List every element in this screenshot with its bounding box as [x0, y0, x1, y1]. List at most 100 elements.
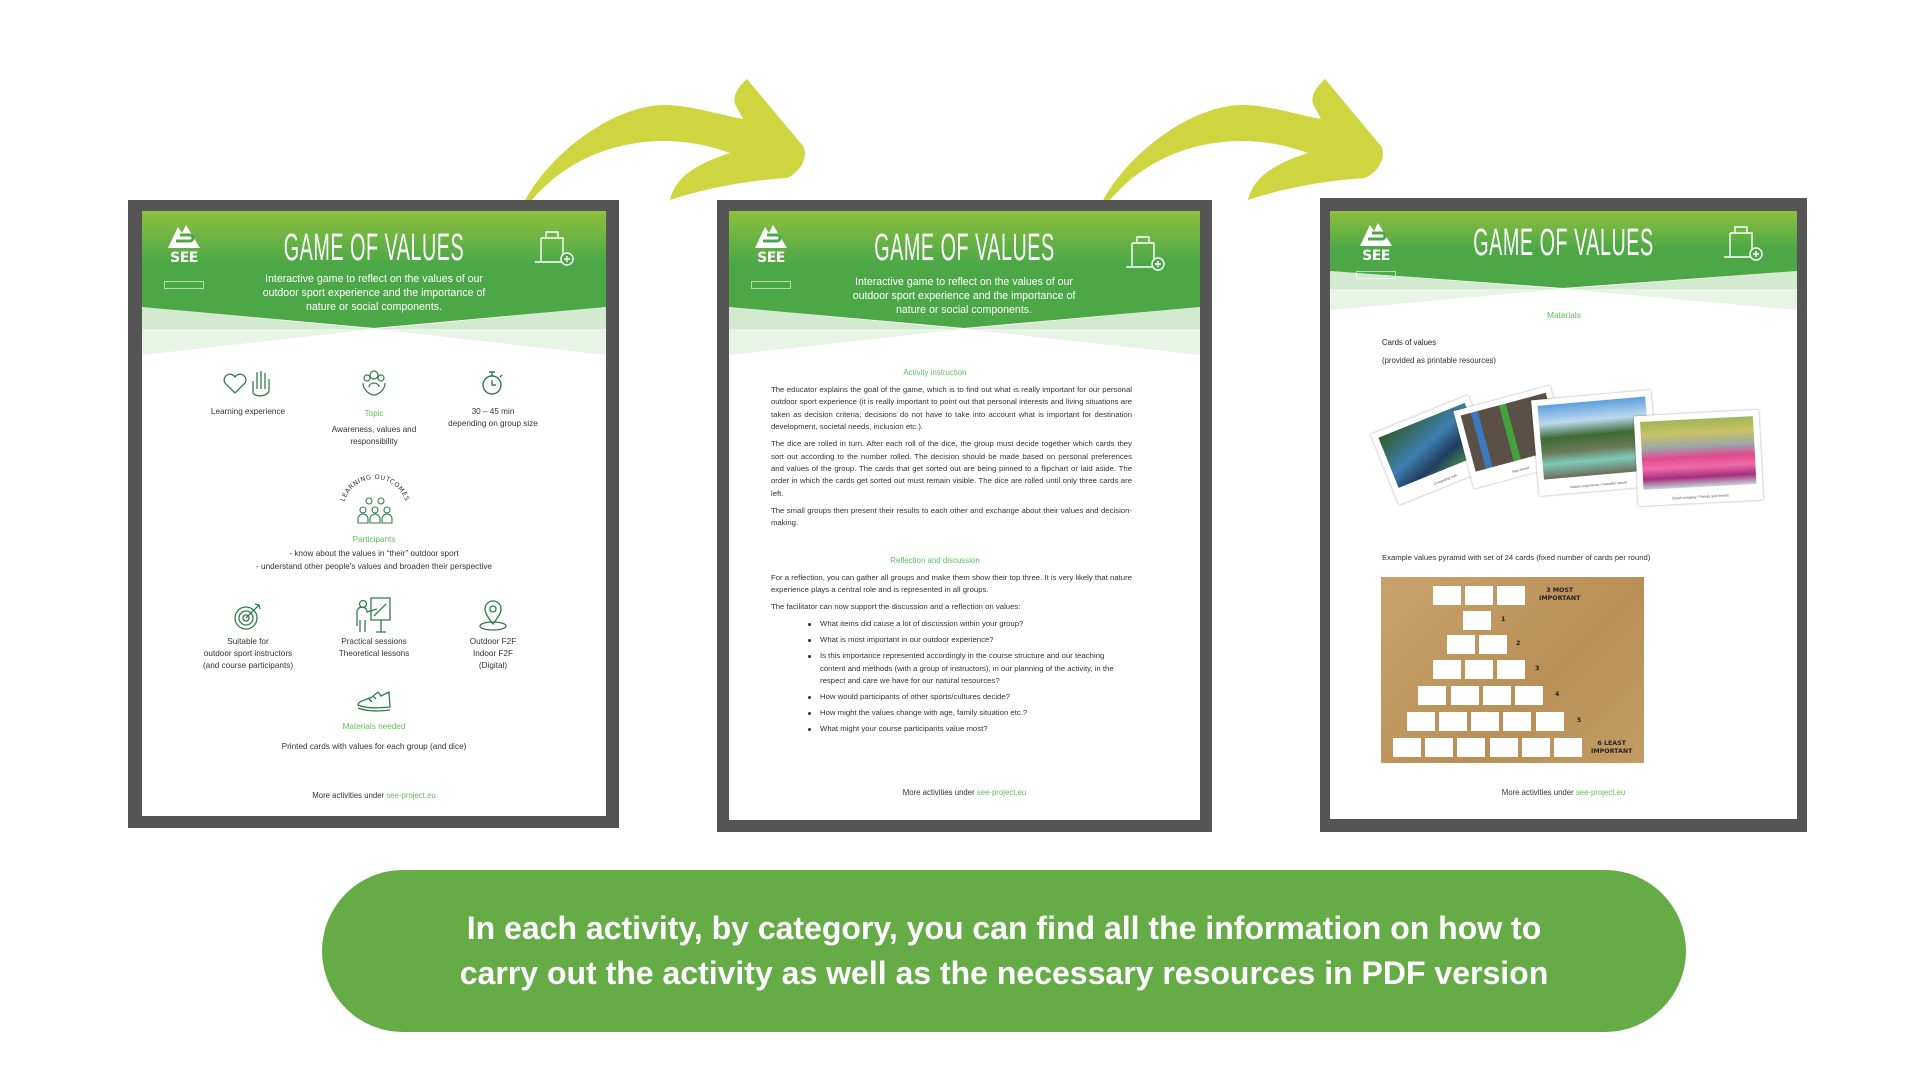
pyramid-card-slot	[1407, 712, 1435, 731]
location-pin-icon	[479, 600, 507, 631]
eu-funding-logo	[751, 281, 791, 289]
value-card-image: Good company / Family and friends	[1633, 409, 1764, 507]
pyramid-label-row: 1	[1501, 616, 1506, 623]
pyramid-card-slot	[1490, 738, 1518, 757]
cards-title: Cards of values	[1382, 338, 1437, 347]
banner-line: In each activity, by category, you can f…	[466, 910, 1542, 946]
learning-outcomes-icon: LEARNING OUTCOMES	[339, 473, 412, 524]
flow-arrows	[518, 79, 1384, 215]
header-banner	[1330, 211, 1797, 310]
list-item: How would participants of other sports/c…	[808, 691, 1118, 703]
pyramid-card-slot	[1471, 712, 1499, 731]
see-logo: SEE	[164, 221, 204, 289]
pdf-page-overview: SEE GAME OF VALUES Interactive game to r…	[128, 200, 619, 828]
pyramid-caption: Example values pyramid with set of 24 ca…	[1382, 553, 1651, 562]
page-title: GAME OF VALUES	[1473, 222, 1654, 264]
participants-label: Participants	[352, 535, 396, 544]
materials-needed-label: Materials needed	[342, 722, 406, 731]
see-logo: SEE	[1356, 219, 1396, 279]
pyramid-card-slot	[1503, 712, 1531, 731]
footer-text: More activities under see-project.eu	[312, 791, 436, 800]
reflection-questions: What items did cause a lot of discussion…	[808, 618, 1118, 735]
list-item: Is this importance represented according…	[808, 650, 1118, 687]
pyramid-card-slot	[1451, 686, 1479, 705]
list-item: How might the values change with age, fa…	[808, 707, 1118, 719]
pyramid-card-slot	[1433, 586, 1461, 605]
pyramid-card-slot	[1515, 686, 1543, 705]
pyramid-card-slot	[1522, 738, 1550, 757]
see-logo: SEE	[751, 221, 791, 289]
page-title: GAME OF VALUES	[283, 227, 465, 269]
pyramid-card-slot	[1479, 635, 1507, 654]
header-banner	[729, 211, 1200, 355]
svg-text:LEARNING OUTCOMES: LEARNING OUTCOMES	[339, 473, 412, 503]
footer-text: More activities under see-project.eu	[1501, 788, 1626, 797]
add-to-bag-icon	[535, 231, 574, 266]
page-title: GAME OF VALUES	[874, 227, 1055, 269]
pyramid-card-slot	[1497, 586, 1525, 605]
pyramid-label-row: 5	[1577, 717, 1582, 724]
page-subtitle: Interactive game to reflect on the value…	[852, 276, 1076, 316]
learning-experience-label: Learning experience	[210, 407, 286, 416]
pyramid-card-slot	[1497, 660, 1525, 679]
eu-funding-logo	[1356, 271, 1396, 279]
materials-needed-text: Printed cards with values for each group…	[281, 742, 467, 751]
pyramid-card-slot	[1536, 712, 1564, 731]
add-to-bag-icon	[1724, 226, 1763, 261]
curved-arrow-icon	[518, 79, 806, 215]
pyramid-card-slot	[1418, 686, 1446, 705]
target-icon	[234, 603, 261, 630]
stopwatch-icon	[482, 371, 503, 395]
cards-note: (provided as printable resources)	[1382, 356, 1496, 365]
page-subtitle: Interactive game to reflect on the value…	[262, 273, 486, 313]
heart-hand-icon	[223, 371, 270, 397]
pdf-page-instructions: SEE GAME OF VALUES Interactive game to r…	[717, 200, 1212, 832]
hands-people-icon	[362, 370, 386, 396]
pyramid-card-slot	[1433, 660, 1461, 679]
activity-instruction-heading: Activity instruction	[903, 368, 967, 377]
see-project-link[interactable]: see-project.eu	[386, 791, 436, 800]
pyramid-card-slot	[1554, 738, 1582, 757]
sneaker-icon	[357, 691, 391, 712]
pyramid-card-slot	[1483, 686, 1511, 705]
curved-arrow-icon	[1096, 79, 1384, 215]
info-banner: In each activity, by category, you can f…	[322, 870, 1686, 1032]
pyramid-label-row: 4	[1555, 691, 1560, 698]
list-item: What might your course participants valu…	[808, 723, 1118, 735]
pyramid-card-slot	[1465, 660, 1493, 679]
footer-text: More activities under see-project.eu	[902, 788, 1027, 797]
pyramid-label-row: 3	[1535, 665, 1540, 672]
list-item: What items did cause a lot of discussion…	[808, 618, 1118, 630]
pyramid-card-slot	[1425, 738, 1453, 757]
pyramid-card-slot	[1457, 738, 1485, 757]
add-to-bag-icon	[1126, 236, 1165, 271]
pyramid-label-row: 2	[1516, 640, 1521, 647]
pyramid-card-slot	[1465, 586, 1493, 605]
see-project-link[interactable]: see-project.eu	[1575, 788, 1626, 797]
reflection-text: For a reflection, you can gather all gro…	[771, 572, 1132, 739]
list-item: What is most important in our outdoor ex…	[808, 634, 1118, 646]
materials-heading: Materials	[1547, 310, 1581, 320]
participants-text: - know about the values in “their” outdo…	[256, 549, 492, 571]
topic-label: Topic	[364, 409, 384, 418]
activity-instruction-text: The educator explains the goal of the ga…	[771, 385, 1132, 528]
banner-line: carry out the activity as well as the ne…	[459, 955, 1549, 991]
header-banner	[142, 211, 606, 355]
pdf-page-materials: SEE GAME OF VALUES Materials Cards of va…	[1320, 198, 1807, 832]
reflection-heading: Reflection and discussion	[890, 556, 980, 565]
see-project-link[interactable]: see-project.eu	[976, 788, 1027, 797]
pyramid-card-slot	[1393, 738, 1421, 757]
eu-funding-logo	[164, 281, 204, 289]
pyramid-card-slot	[1463, 611, 1491, 630]
pyramid-card-slot	[1439, 712, 1467, 731]
pyramid-card-slot	[1447, 635, 1475, 654]
presenter-icon	[356, 597, 391, 633]
